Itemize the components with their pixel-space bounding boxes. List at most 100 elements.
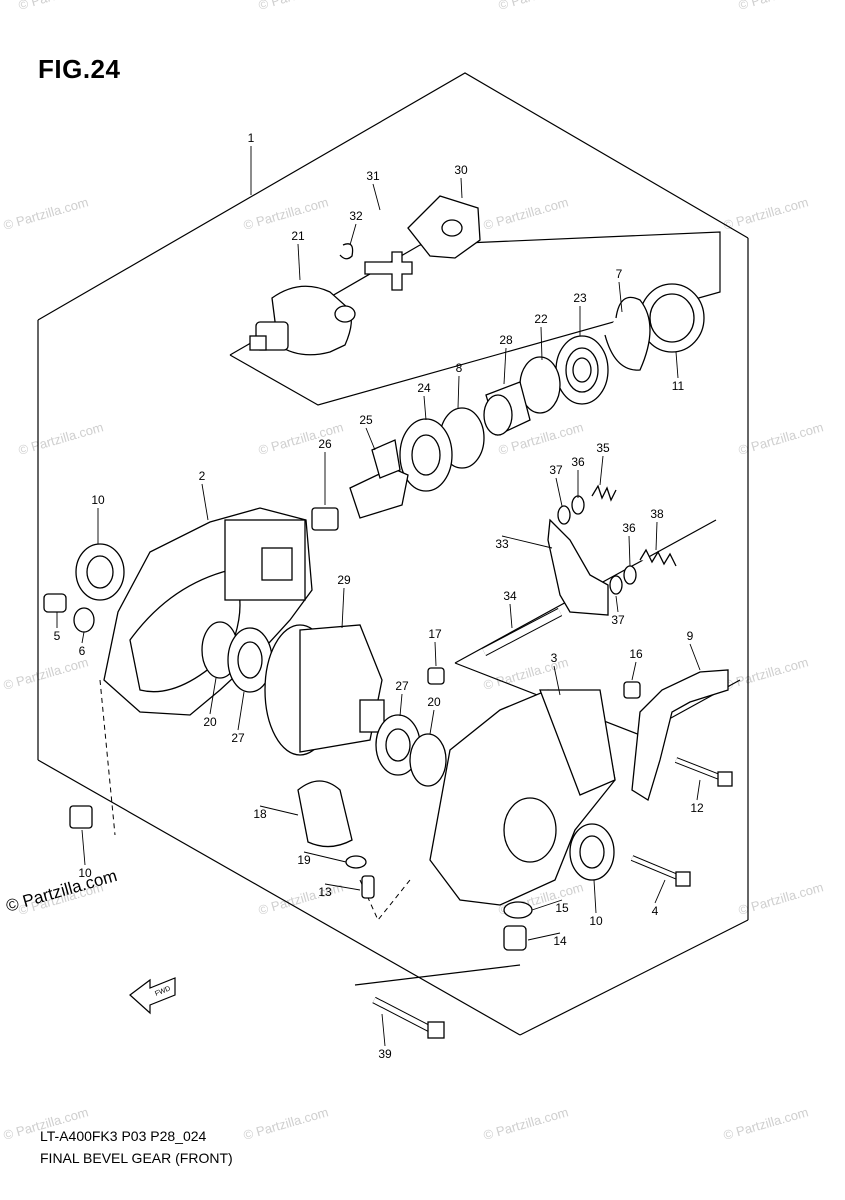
callout-leader-line [689, 643, 701, 671]
callout-label: 10 [78, 866, 92, 880]
watermark-text: © Partzilla.com [257, 419, 345, 458]
watermark-text: © Partzilla.com [2, 194, 90, 233]
watermark-text: © Partzilla.com [2, 654, 90, 693]
watermark-text: © Partzilla.com [482, 194, 570, 233]
callout-label: 20 [427, 695, 441, 709]
part-11-oil-seal [639, 283, 705, 353]
callout-label: 34 [503, 589, 517, 603]
watermark-text: © Partzilla.com [497, 0, 585, 13]
watermark-text: © Partzilla.com [242, 1104, 330, 1143]
callout-label: 25 [359, 413, 373, 427]
part-36-washer-lower [623, 565, 637, 585]
callout-label: 27 [231, 731, 245, 745]
callout-label: 37 [549, 463, 563, 477]
callout-leader-line [599, 455, 604, 486]
callout-leader-line [201, 483, 209, 521]
callout-label: 38 [650, 507, 664, 521]
callout-label: 4 [652, 904, 659, 918]
callout-label: 26 [318, 437, 332, 451]
callout-label: 12 [690, 801, 704, 815]
part-30-yoke [407, 195, 481, 259]
callout-leader-line [553, 665, 561, 696]
callout-leader-line [349, 223, 357, 246]
part-37-circlip-lower [609, 575, 623, 595]
part-36-washer-upper [571, 495, 585, 515]
callout-leader-line [372, 183, 381, 211]
watermark-text: © Partzilla.com [242, 194, 330, 233]
part-4-bolt [630, 855, 691, 887]
callout-label: 30 [454, 163, 468, 177]
callout-label: 9 [687, 629, 694, 643]
callout-leader-line [297, 243, 301, 281]
part-18-boot [297, 780, 353, 848]
part-27-bearing-left [227, 627, 273, 693]
callout-label: 13 [318, 885, 332, 899]
fwd-arrow-icon: FWD [129, 977, 176, 1015]
part-33-shift-fork [547, 518, 609, 616]
callout-leader-line [259, 805, 299, 816]
part-23-bearing [555, 335, 609, 405]
part-universal-joint-cross [339, 243, 413, 291]
part-13-pin [361, 875, 375, 899]
assembly-frame [37, 72, 749, 1036]
callout-label: 20 [203, 715, 217, 729]
callout-leader-line [365, 427, 376, 451]
callout-label: 21 [291, 229, 305, 243]
callout-label: 36 [571, 455, 585, 469]
callout-label: 31 [366, 169, 380, 183]
part-39-bolt [372, 996, 445, 1039]
part-35-spring [591, 484, 617, 502]
figure-caption: FINAL BEVEL GEAR (FRONT) [40, 1150, 233, 1166]
callout-leader-line [81, 829, 86, 866]
callout-label: 14 [553, 934, 567, 948]
callout-leader-line [501, 535, 553, 549]
callout-label: 5 [54, 629, 61, 643]
watermark-layer: © Partzilla.com © Partzilla.com © Partzill… [2, 0, 825, 1143]
part-21-shaft-flange [249, 285, 356, 356]
callout-label: 28 [499, 333, 513, 347]
callout-leader-line [434, 641, 437, 667]
part-12-bolt [674, 757, 733, 787]
part-9-bracket [631, 669, 729, 802]
callout-label: 6 [79, 644, 86, 658]
callout-leader-line [303, 851, 347, 863]
callout-leader-line [399, 693, 403, 717]
callout-leader-line [460, 177, 463, 199]
callout-layer: 1234567891010101112131415161718192020212… [54, 131, 704, 1061]
watermark-text: © Partzilla.com [257, 0, 345, 13]
callout-leader-line [696, 779, 701, 801]
callout-leader-line [381, 1013, 386, 1047]
part-3-housing [429, 689, 616, 906]
part-17-bush [427, 667, 445, 685]
part-25-pinion-gear [349, 439, 409, 519]
callout-label: 27 [395, 679, 409, 693]
callout-leader-line [628, 535, 631, 567]
callout-leader-line [540, 326, 543, 361]
callout-leader-line [81, 631, 85, 644]
callout-label: 37 [611, 613, 625, 627]
callout-label: 22 [534, 312, 548, 326]
callout-label: 10 [589, 914, 603, 928]
part-10-oil-seal-left [75, 543, 125, 601]
callout-leader-line [237, 691, 245, 731]
callout-leader-line [555, 477, 563, 507]
watermark-text: © Partzilla.com [722, 654, 810, 693]
callout-leader-line [675, 351, 679, 379]
callout-label: 2 [199, 469, 206, 483]
callout-label: 32 [349, 209, 363, 223]
callout-leader-line [527, 932, 561, 941]
watermark-text: © Partzilla.com [722, 1104, 810, 1143]
watermark-text: © Partzilla.com [737, 419, 825, 458]
callout-label: 23 [573, 291, 587, 305]
part-38-spring [639, 548, 677, 567]
callout-label: 35 [596, 441, 610, 455]
part-19-clamp [345, 855, 367, 869]
part-10-nut-bottom [69, 805, 93, 829]
callout-label: 18 [253, 807, 267, 821]
callout-leader-line [503, 347, 507, 385]
callout-label: 15 [555, 901, 569, 915]
watermark-text: © Partzilla.com [737, 0, 825, 13]
watermark-text: © Partzilla.com [17, 419, 105, 458]
callout-label: 16 [629, 647, 643, 661]
part-14-plug [503, 925, 527, 951]
